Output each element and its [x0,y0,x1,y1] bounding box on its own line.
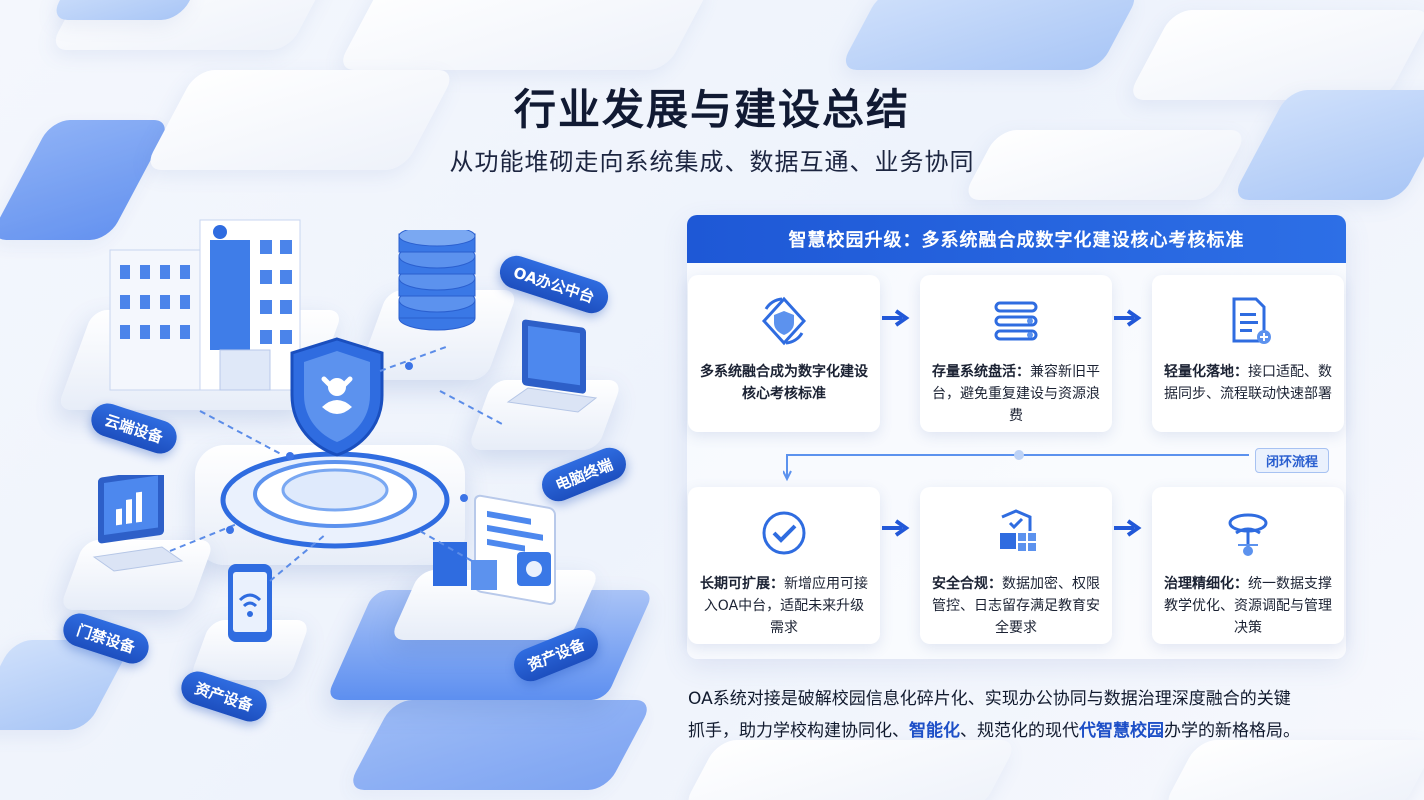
server-stack-icon [994,301,1038,341]
database-icon [398,230,476,331]
loop-connector [783,450,1249,482]
governance-icon [1228,513,1268,556]
card-lightweight: 轻量化落地：接口适配、数据同步、流程联动快速部署 [1152,275,1344,432]
card-legacy-systems: 存量系统盘活：兼容新旧平台，避免重复建设与资源浪费 [920,275,1112,432]
upgrade-panel: 智慧校园升级：多系统融合成数字化建设核心考核标准 多系统融合成为数字化建设核心考… [687,215,1346,659]
laptop-chart-icon [92,475,184,572]
summary-text: OA系统对接是破解校园信息化碎片化、实现办公协同与数据治理深度融合的关键 抓手，… [688,689,1300,741]
document-plus-icon [1232,297,1271,344]
shield-icon [290,337,384,457]
door-device-tag: 门禁设备 [59,609,153,668]
system-illustration: 云端设备 OA办公中台 电脑终端 门禁设备 [0,190,680,800]
connector-dot [226,526,234,534]
card-governance: 治理精细化：统一数据支撑教学优化、资源调配与管理决策 [1152,487,1344,644]
card-text: 长期可扩展：新增应用可接入OA中台，适配未来升级需求 [700,576,868,636]
connector-dot [286,452,294,460]
check-circle-icon [762,511,806,555]
phone-icon [228,564,272,642]
oa-platform-tag: OA办公中台 [495,251,613,318]
page-title: 行业发展与建设总结 [513,85,910,134]
background-tile [838,0,1142,70]
connector-dot [405,362,413,370]
background-tile [681,740,1019,800]
closed-loop-tag: 闭环流程 [1255,448,1330,473]
page-subtitle: 从功能堆砌走向系统集成、数据互通、业务协同 [449,148,975,176]
card-text: 轻量化落地：接口适配、数据同步、流程联动快速部署 [1164,364,1332,402]
connector-dot [460,494,468,502]
arrow-right-icon [882,309,910,327]
hub-ring-icon [220,451,450,549]
secure-data-icon [1000,509,1036,551]
arrow-right-icon [1114,519,1142,537]
card-text: 安全合规：数据加密、权限管控、日志留存满足教育安全要求 [932,576,1100,636]
card-security: 安全合规：数据加密、权限管控、日志留存满足教育安全要求 [920,487,1112,644]
card-text: 存量系统盘活：兼容新旧平台，避免重复建设与资源浪费 [932,364,1100,424]
card-text: 治理精细化：统一数据支撑教学优化、资源调配与管理决策 [1164,576,1332,636]
asset-terminal-icon [433,494,556,605]
background-tile [1161,740,1424,800]
arrow-right-icon [882,519,910,537]
recycle-shield-icon [761,296,807,346]
laptop-icon [506,319,598,413]
panel-header: 智慧校园升级：多系统融合成数字化建设核心考核标准 [687,215,1346,263]
arrow-right-icon [1114,309,1142,327]
card-text: 多系统融合成为数字化建设核心考核标准 [700,364,868,402]
card-scalability: 长期可扩展：新增应用可接入OA中台，适配未来升级需求 [688,487,880,644]
building-icon [109,219,301,391]
card-system-integration: 多系统融合成为数字化建设核心考核标准 [688,275,880,432]
background-tile [336,0,714,70]
